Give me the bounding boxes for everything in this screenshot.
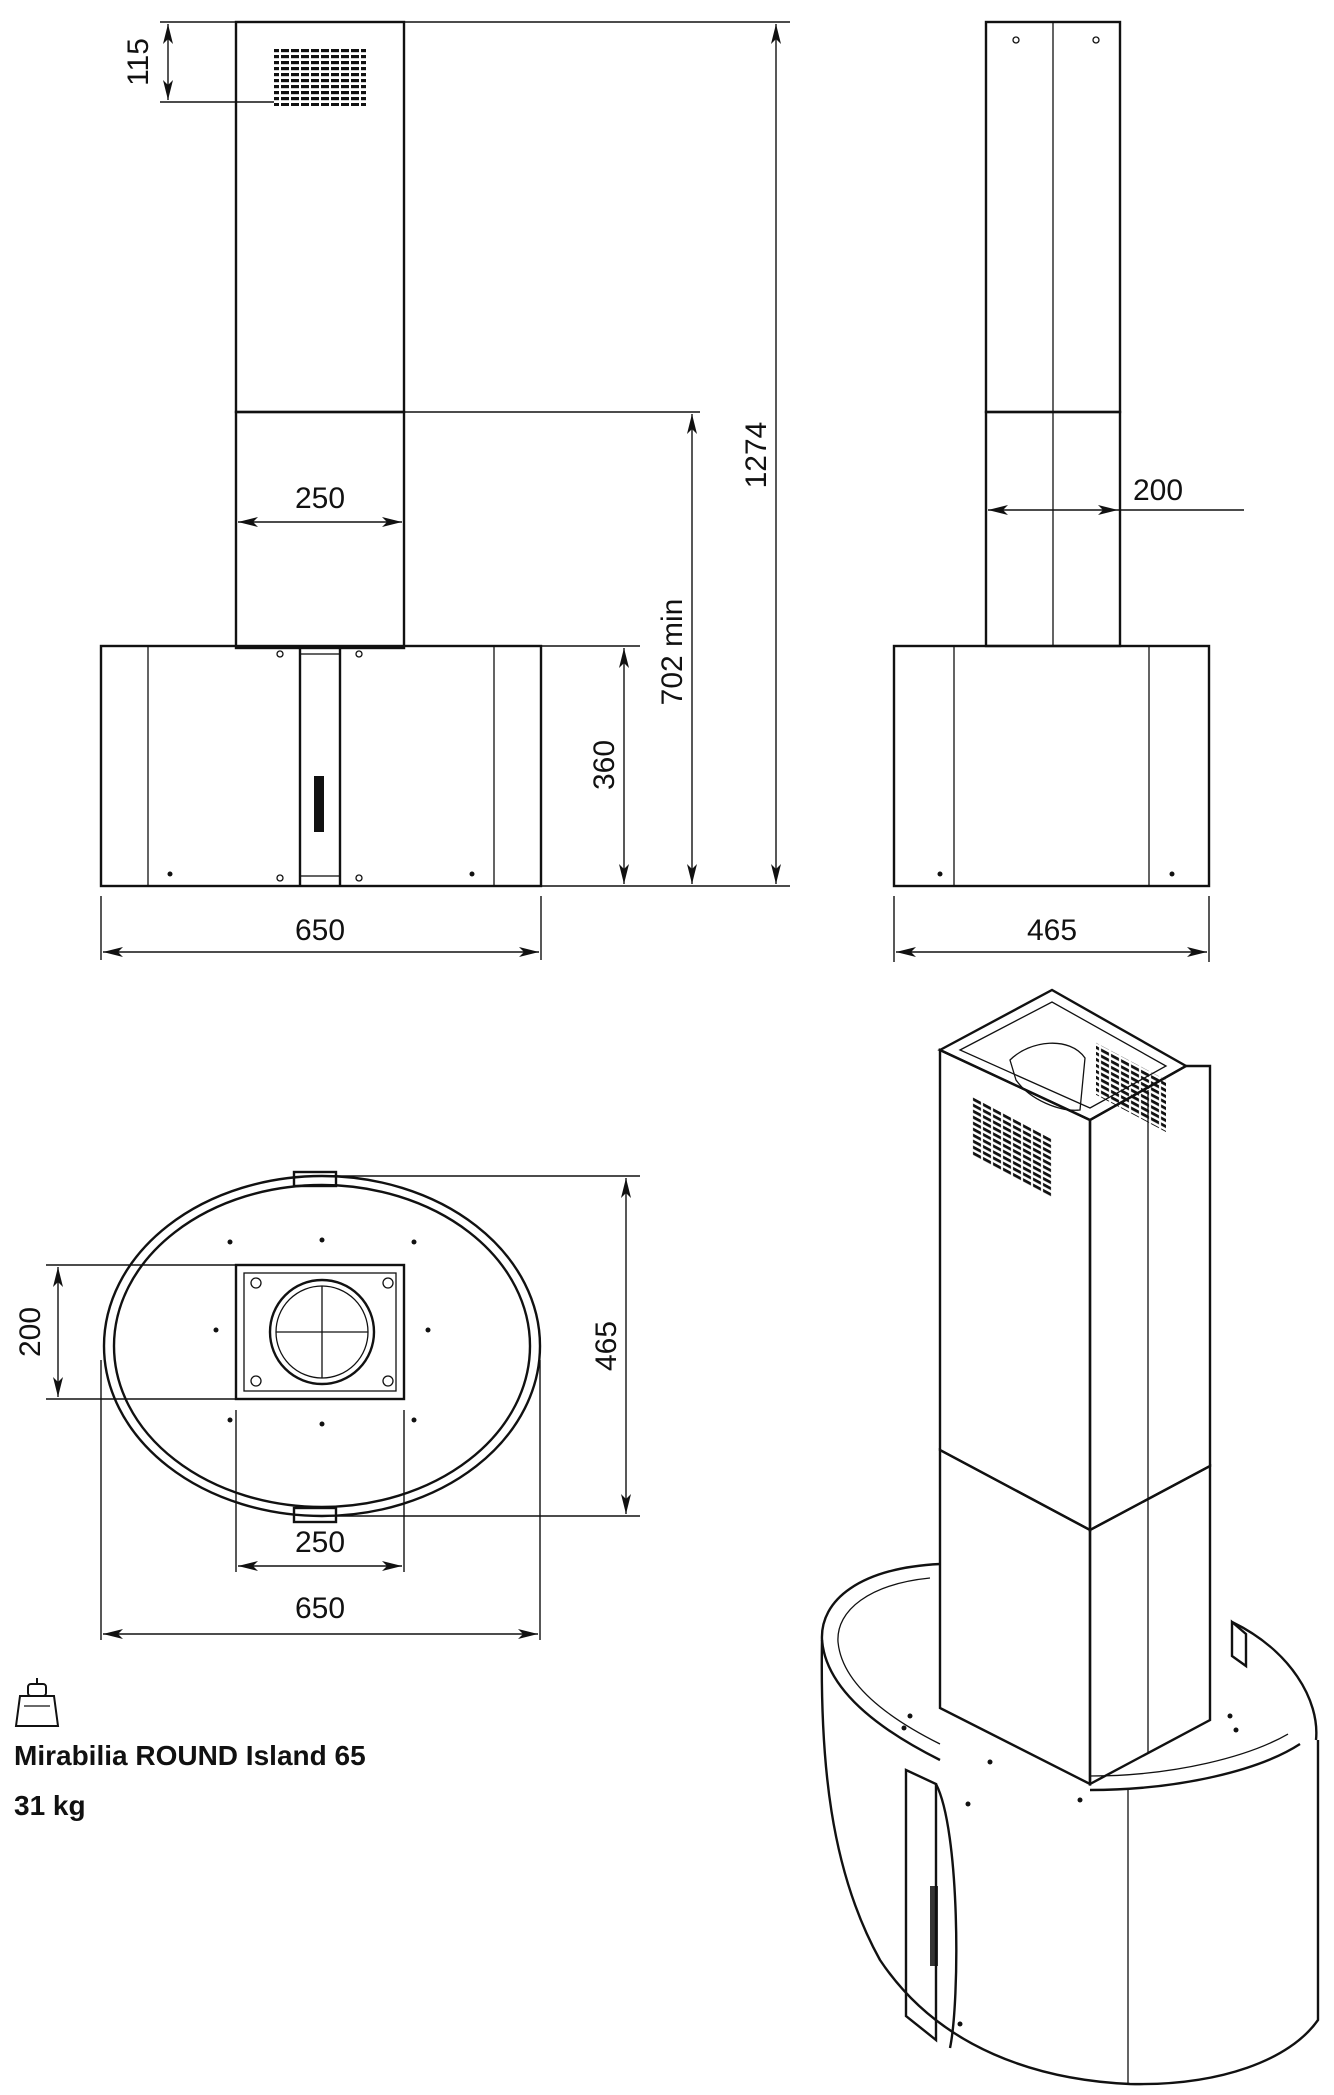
dim-width: 650 bbox=[295, 1592, 345, 1625]
weight-icon bbox=[14, 1678, 60, 1727]
top-view: 200 465 250 650 bbox=[14, 1170, 640, 1640]
dim-canopy-height: 360 bbox=[588, 740, 621, 790]
front-view: 115 250 1274 702 min 360 650 bbox=[99, 20, 790, 960]
dim-duct-width: 250 bbox=[295, 1526, 345, 1559]
dim-depth: 465 bbox=[1027, 914, 1077, 947]
product-weight: 31 kg bbox=[14, 1790, 86, 1821]
dim-chimney-width: 250 bbox=[295, 482, 345, 515]
isometric-view bbox=[820, 988, 1320, 2086]
product-caption: Mirabilia ROUND Island 65 31 kg bbox=[14, 1740, 366, 1822]
dim-chimney-vent: 115 bbox=[122, 38, 155, 86]
dim-chimney-depth: 200 bbox=[1133, 474, 1183, 507]
product-model: Mirabilia ROUND Island 65 bbox=[14, 1740, 366, 1771]
dim-depth: 465 bbox=[590, 1321, 623, 1371]
side-view: 200 465 bbox=[892, 20, 1244, 962]
vent-grille bbox=[274, 48, 366, 106]
dim-total-height: 1274 bbox=[740, 422, 773, 489]
dim-duct-depth: 200 bbox=[14, 1307, 47, 1357]
dim-min-height: 702 min bbox=[656, 599, 689, 706]
dim-width: 650 bbox=[295, 914, 345, 947]
